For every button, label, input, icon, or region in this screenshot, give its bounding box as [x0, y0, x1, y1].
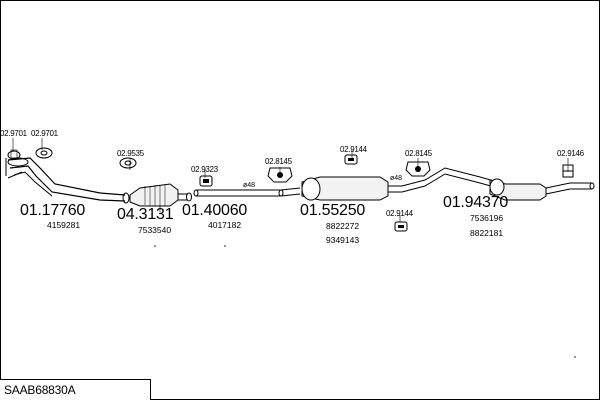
clamp-bracket-c4 — [199, 175, 213, 187]
clamp-gasket-c3 — [119, 157, 137, 169]
part-number-p4: 01.55250 — [300, 202, 366, 219]
oem-number-p5-1: 8822181 — [470, 228, 504, 238]
diameter-label-d1: ø48 — [243, 182, 256, 189]
clamp-code-c1: 02.9701 — [0, 129, 27, 138]
diagram-title: SAAB68830A — [4, 383, 76, 397]
clamp-code-c6: 02.9144 — [340, 145, 367, 154]
clamp-code-c2: 02.9701 — [31, 129, 58, 138]
clamp-code-c5: 02.8145 — [265, 157, 292, 166]
catalytic-converter-shape — [129, 183, 192, 207]
intermediate-pipe-shape — [193, 187, 301, 197]
front-pipe-shape — [5, 157, 130, 204]
oem-number-p2-0: 7533540 — [138, 225, 172, 235]
clamp-bracket-c6 — [344, 154, 358, 165]
oem-number-p4-1: 9349143 — [326, 235, 360, 245]
oem-number-p4-0: 8822272 — [326, 221, 360, 231]
oem-number-p5-0: 7536196 — [470, 213, 504, 223]
clamp-gasket-c1 — [7, 149, 21, 160]
diameter-label-d2: ø48 — [390, 175, 403, 182]
part-number-p2: 04.3131 — [117, 206, 174, 223]
clamp-code-c9: 02.9146 — [557, 149, 584, 158]
leader-lines — [12, 138, 569, 222]
clamp-code-c3: 02.9535 — [117, 149, 144, 158]
clamp-code-c4: 02.9323 — [191, 165, 218, 174]
oem-number-p3-0: 4017182 — [208, 220, 242, 230]
oem-number-p1-0: 4159281 — [47, 220, 81, 230]
clamp-code-c8: 02.9144 — [386, 209, 413, 218]
clamp-hanger-c5 — [267, 167, 293, 183]
clamp-hanger-c7 — [405, 161, 431, 177]
clamp-code-c7: 02.8145 — [405, 149, 432, 158]
centre-silencer-shape — [301, 167, 506, 201]
title-box: SAAB68830A — [0, 379, 151, 400]
clamp-bracket-c9 — [562, 164, 574, 178]
clamp-bracket-c8 — [394, 221, 408, 232]
part-number-p5: 01.94370 — [443, 194, 509, 211]
rear-silencer-shape — [489, 178, 595, 201]
clamp-gasket-c2 — [35, 147, 53, 159]
part-number-p3: 01.40060 — [182, 202, 248, 219]
part-number-p1: 01.17760 — [20, 202, 86, 219]
